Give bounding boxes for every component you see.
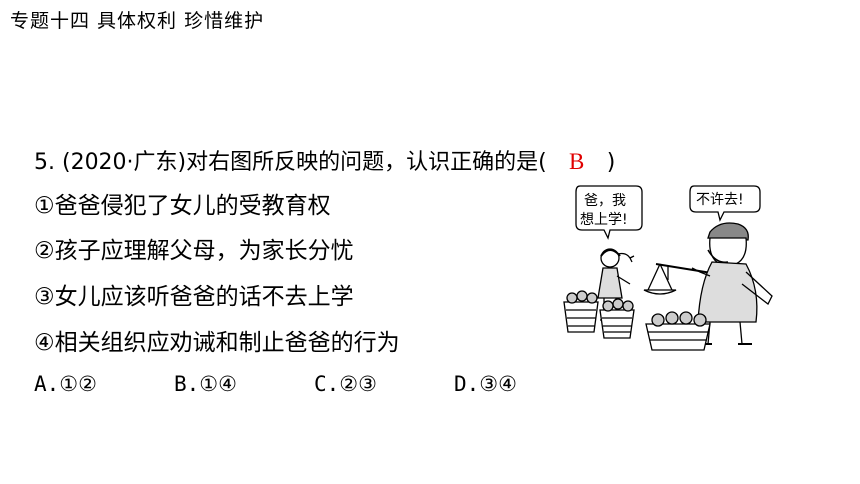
question-suffix: ) [606, 150, 616, 175]
girl-bubble-line-2: 想上学! [580, 212, 628, 228]
option-c[interactable]: C.②③ [314, 372, 377, 396]
statement-4: ④相关组织应劝诫和制止爸爸的行为 [34, 330, 400, 356]
statement-2: ②孩子应理解父母，为家长分忧 [34, 238, 354, 264]
cartoon-illustration: 爸，我 想上学! 不许去! [563, 185, 773, 351]
answer-mark: B [569, 149, 585, 174]
girl-speech-bubble [575, 185, 643, 240]
statement-1: ①爸爸侵犯了女儿的受教育权 [34, 193, 331, 219]
page-header: 专题十四 具体权利 珍惜维护 [10, 10, 265, 32]
left-baskets [563, 290, 635, 339]
father-speech-bubble [689, 185, 761, 222]
father-bubble-text: 不许去! [696, 192, 744, 208]
front-basket [645, 311, 711, 351]
girl-bubble-line-1: 爸，我 [584, 193, 626, 209]
statement-3: ③女儿应该听爸爸的话不去上学 [34, 284, 354, 310]
option-b[interactable]: B.①④ [174, 372, 237, 396]
option-a[interactable]: A.①② [34, 372, 97, 396]
question-prefix: 5. (2020·广东)对右图所反映的问题，认识正确的是( [34, 150, 547, 175]
question-stem: 5. (2020·广东)对右图所反映的问题，认识正确的是( B) [34, 144, 615, 176]
option-d[interactable]: D.③④ [454, 372, 517, 396]
